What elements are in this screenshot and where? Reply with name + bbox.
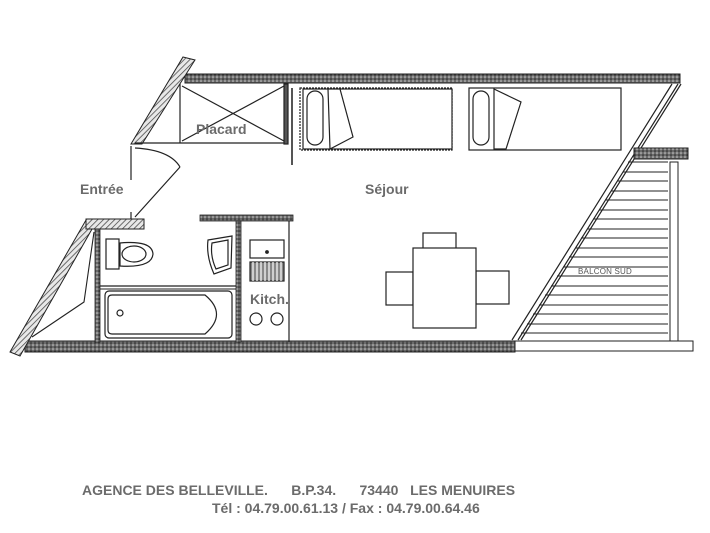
agency-phone-fax: Tél : 04.79.00.61.13 / Fax : 04.79.00.64… (212, 500, 480, 516)
room-label-kitchen: Kitch. (250, 291, 289, 307)
agency-address: AGENCE DES BELLEVILLE. B.P.34. 73440 LES… (82, 482, 516, 498)
bed-1 (299, 87, 453, 151)
room-label-balcony: BALCON SUD (578, 267, 633, 276)
bathtub (104, 290, 233, 339)
bed-2 (468, 87, 622, 151)
hob-right (270, 312, 284, 326)
diagonal-wall-bottom-left (9, 219, 97, 357)
kitchenette (249, 221, 290, 342)
top-wall (184, 73, 681, 84)
bathroom-walls (85, 214, 294, 343)
drainboard (249, 261, 285, 282)
balcony-slats (521, 161, 668, 334)
room-label-placard: Placard (196, 121, 247, 137)
diagonal-wall-top-left (130, 56, 196, 145)
toilet (105, 238, 154, 270)
hob-left (249, 312, 263, 326)
room-label-sejour: Séjour (365, 181, 409, 197)
bathroom-sink (207, 235, 233, 275)
balcony (514, 147, 694, 352)
diagonal-wall-right (511, 83, 682, 341)
placard-closet (135, 83, 293, 165)
room-label-entree: Entrée (80, 181, 124, 197)
entry-door (130, 146, 181, 222)
dining-table (385, 232, 510, 329)
bottom-wall (24, 340, 516, 353)
